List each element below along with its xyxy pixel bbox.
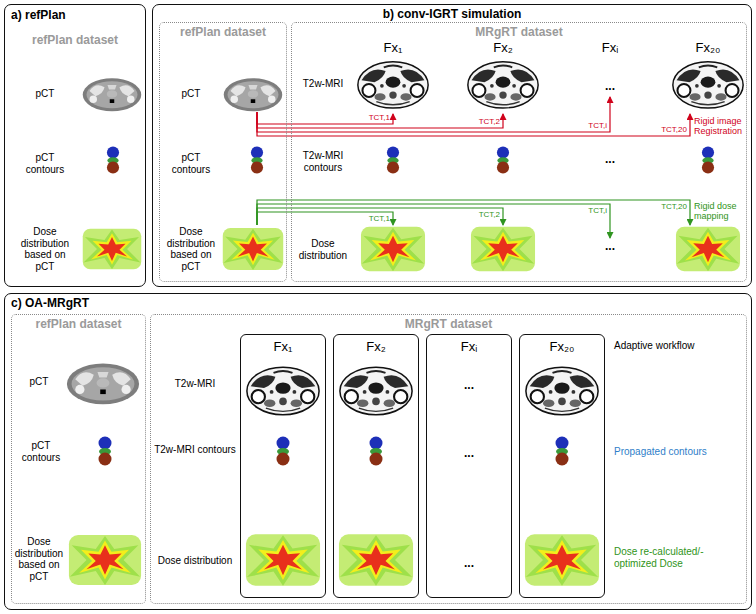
fraction-box: Fx₁ (240, 334, 326, 598)
ellipsis: ... (585, 240, 635, 254)
ct-image (224, 78, 283, 111)
fraction-label: Fx₂₀ (683, 41, 733, 56)
method-label: Rigid dose mapping (694, 201, 746, 222)
contour-image (107, 146, 119, 173)
node-heading: a) refPlan (11, 9, 139, 23)
row-label: pCT contours (20, 152, 70, 175)
contour-image (251, 146, 263, 173)
contour-image (556, 437, 569, 466)
dose-mapping-arrow (257, 200, 690, 225)
node-heading: b) conv-IGRT simulation (152, 8, 752, 22)
method-label: Rigid image Registration (694, 116, 748, 137)
row-label: pCT (12, 88, 78, 100)
dose-image (471, 227, 535, 271)
transform-label: TCT,i (569, 121, 607, 131)
fraction-box: Fx₂₀ (519, 334, 605, 598)
dose-image (676, 227, 740, 271)
workflow-label: Propagated contours (614, 446, 742, 458)
transform-label: TCT,20 (649, 202, 687, 212)
ellipsis: ... (585, 80, 635, 94)
mri-image (340, 367, 412, 415)
row-label: Dose distribution (154, 555, 236, 567)
node-heading: MRgRT dataset (150, 318, 747, 332)
workflow-label: Dose re-calculated/-optimized Dose (614, 546, 710, 569)
mri-image (247, 367, 319, 415)
ellipsis: ... (585, 153, 635, 167)
mri-image (526, 367, 598, 415)
dose-image (525, 534, 599, 585)
contour-image (387, 146, 399, 173)
row-label: pCT (161, 88, 221, 100)
node-heading: MRgRT dataset (291, 26, 747, 40)
node-heading: Fx₂₀ (519, 340, 605, 355)
transform-label: TCT,1 (352, 113, 390, 123)
contour-image (99, 437, 112, 466)
registration-arrow (257, 112, 393, 124)
transform-label: TCT,1 (352, 214, 390, 224)
node-heading: refPlan dataset (11, 318, 146, 332)
node-text: ... (426, 447, 512, 461)
node-heading: c) OA-MRgRT (11, 297, 211, 311)
dose-mapping-arrow (257, 204, 610, 238)
fraction-label: Fx₂ (478, 41, 528, 56)
node-heading: Fx₁ (240, 340, 326, 355)
ct-image (83, 78, 142, 111)
node-text: ... (426, 379, 512, 393)
panel-box: b) conv-IGRT simulation refPlan dataset MR… (152, 4, 752, 287)
row-label: T2w-MRI contours (294, 150, 352, 173)
contour-image (497, 146, 509, 173)
dose-image (339, 534, 413, 585)
node-heading: Fx₂ (333, 340, 419, 355)
dose-mapping-arrow (257, 212, 393, 225)
node-text: refPlan dataset (4, 34, 146, 48)
dose-image (83, 229, 142, 270)
row-label: pCT contours (16, 440, 66, 463)
dataset-box: MRgRT dataset (291, 22, 747, 282)
row-label: Dose distribution based on pCT (14, 226, 76, 272)
registration-arrow (257, 112, 503, 128)
node-heading: refPlan dataset (159, 26, 287, 40)
contour-image (277, 437, 290, 466)
row-label: Dose distribution based on pCT (161, 226, 221, 272)
dose-image (246, 534, 320, 585)
transform-label: TCT,20 (649, 125, 687, 135)
row-label: T2w-MRI contours (154, 444, 236, 456)
node-heading: Fxᵢ (426, 340, 512, 355)
mri-image (468, 62, 538, 108)
contour-image (370, 437, 383, 466)
dose-mapping-arrow (257, 208, 503, 225)
fraction-box: Fx₂ (333, 334, 419, 598)
row-label: pCT (14, 376, 64, 388)
fraction-label: Fx₁ (368, 41, 418, 56)
contour-image (702, 146, 714, 173)
registration-arrow (257, 112, 690, 136)
registration-arrow (257, 97, 610, 132)
mri-image (358, 62, 428, 108)
fraction-box: Fxᵢ......... (426, 334, 512, 598)
transform-label: TCT,2 (462, 117, 500, 127)
transform-label: TCT,2 (462, 210, 500, 220)
node-text: ... (426, 557, 512, 571)
row-label: Dose distribution based on pCT (12, 536, 66, 582)
row-label: T2w-MRI (294, 78, 352, 90)
dose-image (223, 228, 283, 270)
transform-label: TCT,i (569, 206, 607, 216)
ct-image (67, 364, 139, 405)
workflow-label: Adaptive workflow (614, 340, 742, 352)
row-label: Dose distribution (294, 238, 352, 261)
dose-image (69, 535, 141, 585)
row-label: pCT contours (166, 152, 216, 175)
row-label: T2w-MRI (154, 378, 236, 390)
fraction-label: Fxᵢ (585, 41, 635, 56)
mri-image (673, 62, 743, 108)
dose-image (361, 227, 425, 271)
